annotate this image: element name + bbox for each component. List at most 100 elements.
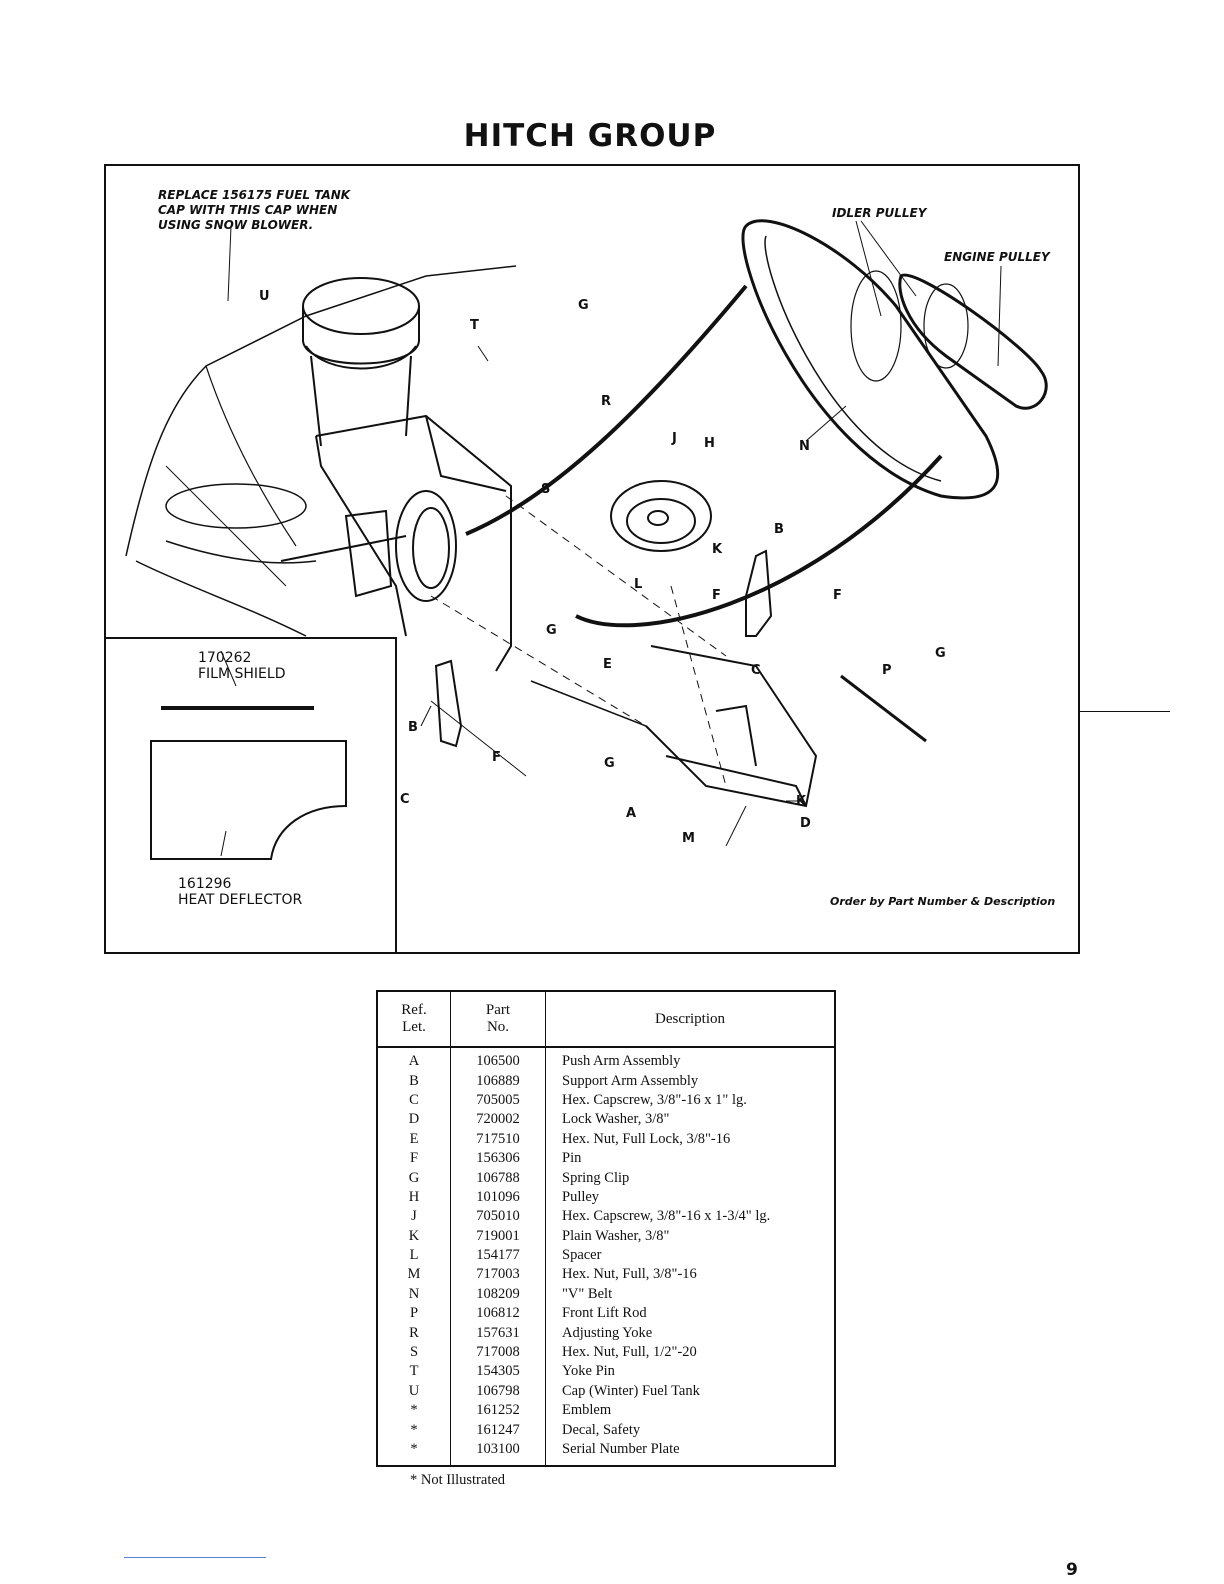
part-number: 108209 xyxy=(450,1284,546,1305)
footer-rule xyxy=(124,1557,266,1558)
part-number: 717003 xyxy=(450,1265,546,1285)
label-g: G xyxy=(604,756,615,771)
engine-pulley-callout: ENGINE PULLEY xyxy=(944,250,1050,264)
ref-letter: T xyxy=(377,1362,451,1382)
description: Cap (Winter) Fuel Tank xyxy=(562,1382,700,1399)
ref-letter: * xyxy=(377,1420,451,1440)
label-f: F xyxy=(833,588,842,603)
part-number: 154305 xyxy=(450,1362,546,1382)
header-description: Description xyxy=(545,991,835,1048)
label-d: D xyxy=(800,816,811,831)
heat-deflector-name: HEAT DEFLECTOR xyxy=(178,892,303,908)
ref-letter: G xyxy=(377,1168,451,1188)
label-h: H xyxy=(704,436,715,451)
description: Hex. Capscrew, 3/8"-16 x 1" lg. xyxy=(562,1091,747,1108)
label-j: J xyxy=(672,431,677,446)
label-t: T xyxy=(470,318,479,333)
label-c: C xyxy=(400,792,410,807)
label-l: L xyxy=(634,577,643,592)
ref-letter: M xyxy=(377,1265,451,1285)
ref-letter: R xyxy=(377,1323,451,1343)
part-number: 106788 xyxy=(450,1168,546,1188)
description: Emblem xyxy=(562,1402,612,1419)
ref-letter: H xyxy=(377,1187,451,1208)
label-a: A xyxy=(626,806,637,821)
part-number: 106889 xyxy=(450,1071,546,1091)
ref-letter: N xyxy=(377,1284,451,1305)
ref-letter: A xyxy=(377,1047,451,1072)
footnote: * Not Illustrated xyxy=(410,1472,506,1488)
part-number: 717008 xyxy=(450,1342,546,1363)
part-number: 717510 xyxy=(450,1129,546,1149)
heat-deflector-part: 161296 xyxy=(178,876,232,892)
label-s: S xyxy=(541,482,551,497)
ref-letter: E xyxy=(377,1129,451,1149)
label-b: B xyxy=(408,720,418,735)
label-g: G xyxy=(546,623,557,638)
description: Hex. Nut, Full Lock, 3/8"-16 xyxy=(562,1130,731,1147)
part-number: 720002 xyxy=(450,1110,546,1130)
header-part: Part No. xyxy=(450,991,546,1048)
description: Decal, Safety xyxy=(562,1421,641,1438)
ref-letter: U xyxy=(377,1381,451,1402)
label-n: N xyxy=(799,439,810,454)
film-shield-name: FILM SHIELD xyxy=(198,666,286,682)
part-number: 705010 xyxy=(450,1207,546,1227)
part-number: 106500 xyxy=(450,1047,546,1072)
diagram-drawing xyxy=(106,219,1048,952)
part-number: 161247 xyxy=(450,1420,546,1440)
description: Hex. Nut, Full, 3/8"-16 xyxy=(562,1266,697,1283)
part-number: 705005 xyxy=(450,1090,546,1111)
description: Hex. Capscrew, 3/8"-16 x 1-3/4" lg. xyxy=(562,1208,771,1225)
label-u: U xyxy=(259,289,270,304)
part-number: 106812 xyxy=(450,1304,546,1324)
margin-rule xyxy=(1080,711,1170,712)
description: Support Arm Assembly xyxy=(562,1072,699,1089)
label-b: B xyxy=(774,522,784,537)
description: Spacer xyxy=(562,1247,602,1264)
description: "V" Belt xyxy=(562,1285,613,1302)
page-title: HITCH GROUP xyxy=(463,118,717,154)
description: Front Lift Rod xyxy=(562,1305,647,1322)
label-p: P xyxy=(882,663,892,678)
ref-letter: B xyxy=(377,1071,451,1091)
description: Yoke Pin xyxy=(562,1363,615,1380)
page-number: 9 xyxy=(1066,1560,1078,1580)
description: Lock Washer, 3/8" xyxy=(562,1111,670,1128)
film-shield-part: 170262 xyxy=(198,650,252,666)
table-row: *161247 Decal, Safety xyxy=(377,1420,835,1440)
cap-callout: REPLACE 156175 FUEL TANK CAP WITH THIS C… xyxy=(158,188,351,232)
ref-letter: P xyxy=(377,1304,451,1324)
part-number: 157631 xyxy=(450,1323,546,1343)
part-number: 156306 xyxy=(450,1148,546,1169)
ref-letter: J xyxy=(377,1207,451,1227)
ref-letter: K xyxy=(377,1226,451,1246)
ref-letter: L xyxy=(377,1245,451,1266)
label-k: K xyxy=(712,542,723,557)
ref-letter: F xyxy=(377,1148,451,1169)
exploded-diagram: REPLACE 156175 FUEL TANK CAP WITH THIS C… xyxy=(104,164,1080,954)
description: Pulley xyxy=(562,1188,600,1205)
ref-letter: D xyxy=(377,1110,451,1130)
part-number: 719001 xyxy=(450,1226,546,1246)
part-number: 154177 xyxy=(450,1245,546,1266)
label-f: F xyxy=(492,750,501,765)
label-k: K xyxy=(796,794,807,809)
description: Serial Number Plate xyxy=(562,1441,680,1457)
